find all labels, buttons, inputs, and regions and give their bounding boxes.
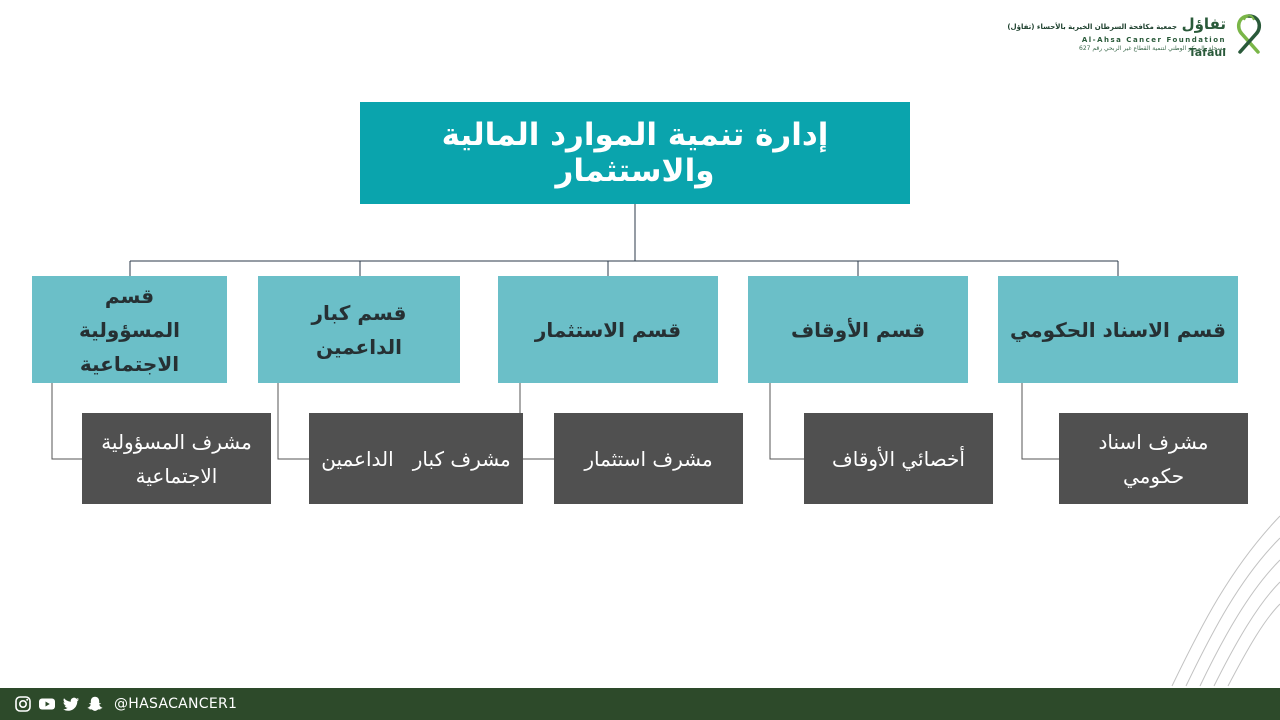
footer-bar: @HASACANCER1 — [0, 688, 1280, 720]
ribbon-logo-icon — [1236, 14, 1262, 54]
logo-registration: مسجلة بالمركز الوطني لتنمية القطاع غير ا… — [1079, 45, 1226, 52]
twitter-icon[interactable] — [62, 695, 80, 713]
logo-arabic-name: تفاؤل — [1181, 15, 1226, 33]
supervisor-box-social-responsibility: مشرف المسؤولية الاجتماعية — [82, 413, 271, 504]
youtube-icon[interactable] — [38, 695, 56, 713]
supervisor-box-endowments: أخصائي الأوقاف — [804, 413, 993, 504]
social-links: @HASACANCER1 — [14, 695, 237, 713]
instagram-icon[interactable] — [14, 695, 32, 713]
dept-box-government-support: قسم الاسناد الحكومي — [998, 276, 1238, 383]
snapchat-icon[interactable] — [86, 695, 104, 713]
decorative-lines — [1171, 515, 1280, 687]
logo-text: تفاؤل جمعية مكافحة السرطان الخيرية بالأح… — [1007, 16, 1226, 53]
logo-arabic-title: جمعية مكافحة السرطان الخيرية بالأحساء (ت… — [1007, 23, 1178, 31]
department-title-box: إدارة تنمية الموارد المالية والاستثمار — [360, 102, 910, 204]
supervisor-box-major-donors: مشرف كبار الداعمين — [309, 413, 523, 504]
foundation-logo: تفاؤل جمعية مكافحة السرطان الخيرية بالأح… — [1007, 8, 1268, 60]
social-handle[interactable]: @HASACANCER1 — [114, 696, 238, 712]
supervisor-box-investment: مشرف استثمار — [554, 413, 743, 504]
dept-box-investment: قسم الاستثمار — [498, 276, 718, 383]
logo-english-name: Al-Ahsa Cancer Foundation — [1081, 36, 1226, 44]
supervisor-box-government-support: مشرف اسناد حكومي — [1059, 413, 1248, 504]
logo-english-short: Tafaul — [1188, 46, 1226, 59]
dept-box-endowments: قسم الأوقاف — [748, 276, 968, 383]
dept-box-major-donors: قسم كبار الداعمين — [258, 276, 460, 383]
dept-box-social-responsibility: قسم المسؤولية الاجتماعية — [32, 276, 227, 383]
